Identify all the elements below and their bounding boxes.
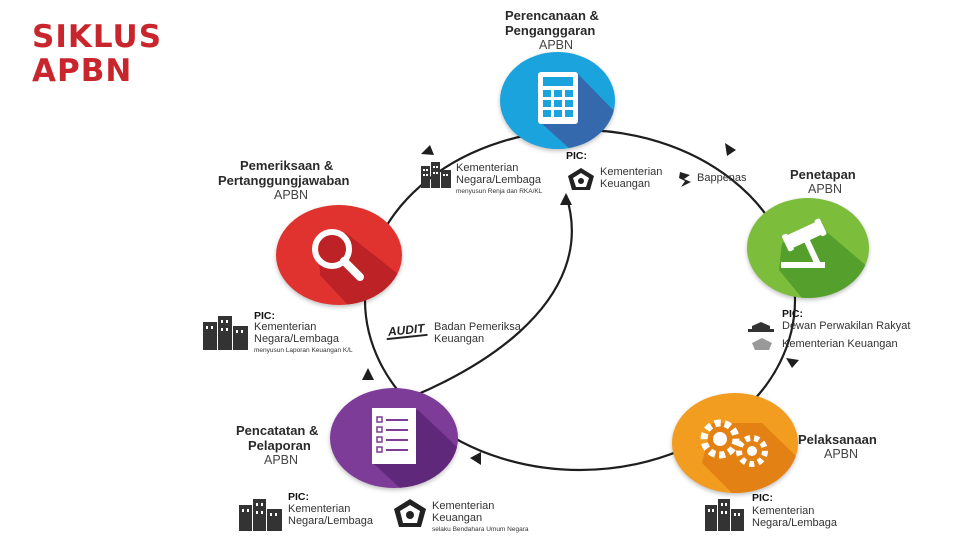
title-line-1: SIKLUS	[32, 19, 163, 55]
pic-pemeriksaan-kl2: Negara/Lembaga	[254, 333, 340, 345]
pic-pencatatan-keu2: Keuangan	[432, 512, 483, 524]
stage-pelaksanaan-name1: Pelaksanaan	[798, 432, 877, 447]
arrow-right-lower	[786, 358, 799, 368]
stage-pemeriksaan-circle	[276, 205, 402, 305]
pic-perencanaan-keu2: Keuangan	[600, 178, 651, 190]
page-title: SIKLUS APBN	[32, 20, 162, 88]
stage-pelaksanaan-circle	[672, 393, 798, 493]
pic-perencanaan-kl1: Kementerian	[456, 162, 519, 174]
pic-pencatatan-label: PIC:	[288, 491, 309, 503]
magnifier-icon	[312, 229, 402, 305]
calculator-icon	[538, 72, 615, 149]
gears-icon	[700, 419, 798, 493]
stage-perencanaan-name2: Penganggaran	[505, 23, 596, 38]
stage-pencatatan-circle	[330, 388, 458, 488]
arrow-top-right	[725, 143, 736, 156]
building-icon	[239, 499, 282, 531]
gavel-icon	[779, 218, 869, 298]
pic-perencanaan-label: PIC:	[566, 150, 587, 162]
title-line-2: APBN	[32, 53, 133, 89]
stage-pencatatan-label: Pencatatan & Pelaporan APBN	[236, 423, 318, 467]
kemenkeu-emblem-icon	[568, 168, 594, 190]
stage-pemeriksaan-name1: Pemeriksaan &	[240, 158, 334, 173]
stage-pelaksanaan-sub: APBN	[824, 447, 859, 461]
stage-pemeriksaan-label: Pemeriksaan & Pertanggungjawaban APBN	[218, 158, 349, 202]
pic-perencanaan-keu1: Kementerian	[600, 166, 663, 178]
pic-pencatatan: PIC: Kementerian Negara/Lembaga Kementer…	[238, 491, 548, 537]
pic-pencatatan-keu-note: selaku Bendahara Umum Negara	[432, 526, 529, 533]
stage-penetapan-name1: Penetapan	[790, 167, 856, 182]
pic-pencatatan-kl2: Negara/Lembaga	[288, 515, 374, 527]
arrow-inner-head	[560, 193, 572, 205]
stage-perencanaan-name1: Perencanaan &	[505, 8, 599, 23]
pic-penetapan-keu: Kementerian Keuangan	[782, 338, 898, 350]
pic-pemeriksaan-bpk1: Badan Pemeriksa	[434, 321, 521, 333]
stage-penetapan-circle	[747, 198, 869, 298]
arrow-left-lower	[362, 368, 374, 380]
pic-pemeriksaan: PIC: Kementerian Negara/Lembaga menyusun…	[202, 310, 542, 358]
pic-pemeriksaan-label: PIC:	[254, 310, 275, 322]
pic-pelaksanaan-kl2: Negara/Lembaga	[752, 517, 838, 529]
kemenkeu-emblem-icon	[394, 499, 426, 527]
pic-pelaksanaan-kl1: Kementerian	[752, 505, 815, 517]
building-icon	[421, 162, 451, 188]
arrow-bottom-left	[470, 452, 481, 465]
pic-perencanaan-bappenas: Bappenas	[697, 172, 747, 184]
pic-pelaksanaan-label: PIC:	[752, 492, 773, 504]
arrow-top-left	[421, 145, 434, 155]
stage-pemeriksaan-sub: APBN	[274, 188, 309, 202]
pic-pemeriksaan-bpk2: Keuangan	[434, 333, 485, 345]
pic-perencanaan: PIC: Kementerian Negara/Lembaga menyusun…	[420, 150, 760, 196]
stage-pencatatan-name2: Pelaporan	[248, 438, 311, 453]
pic-penetapan: PIC: Dewan Perwakilan Rakyat Kementerian…	[746, 308, 936, 352]
stage-pemeriksaan-name2: Pertanggungjawaban	[218, 173, 350, 188]
audit-stamp: AUDIT	[385, 321, 428, 341]
stage-penetapan-sub: APBN	[808, 182, 843, 196]
stage-pelaksanaan-label: Pelaksanaan APBN	[798, 432, 877, 461]
building-icon	[203, 316, 248, 350]
pic-pemeriksaan-kl-note: menyusun Laporan Keuangan K/L	[254, 347, 353, 354]
kemenkeu-emblem-icon	[752, 338, 772, 350]
stage-perencanaan-sub: APBN	[539, 38, 574, 52]
pic-pencatatan-kl1: Kementerian	[288, 503, 351, 515]
pic-penetapan-dpr: Dewan Perwakilan Rakyat	[782, 320, 911, 332]
pic-perencanaan-kl-note: menyusun Renja dan RKA/KL	[456, 188, 543, 195]
pic-pelaksanaan: PIC: Kementerian Negara/Lembaga	[704, 491, 864, 535]
stage-perencanaan-label: Perencanaan & Penganggaran APBN	[505, 8, 599, 52]
pic-pencatatan-keu1: Kementerian	[432, 500, 495, 512]
stage-pencatatan-sub: APBN	[264, 453, 299, 467]
stage-pencatatan-name1: Pencatatan &	[236, 423, 319, 438]
checklist-icon	[372, 408, 458, 488]
building-icon	[705, 499, 744, 531]
bappenas-logo-icon	[679, 172, 691, 187]
pic-pemeriksaan-kl1: Kementerian	[254, 321, 317, 333]
dpr-building-icon	[748, 322, 774, 332]
pic-perencanaan-kl2: Negara/Lembaga	[456, 174, 542, 186]
stage-perencanaan-circle	[500, 52, 615, 149]
pic-penetapan-label: PIC:	[782, 308, 803, 320]
stage-penetapan-label: Penetapan APBN	[790, 167, 856, 196]
